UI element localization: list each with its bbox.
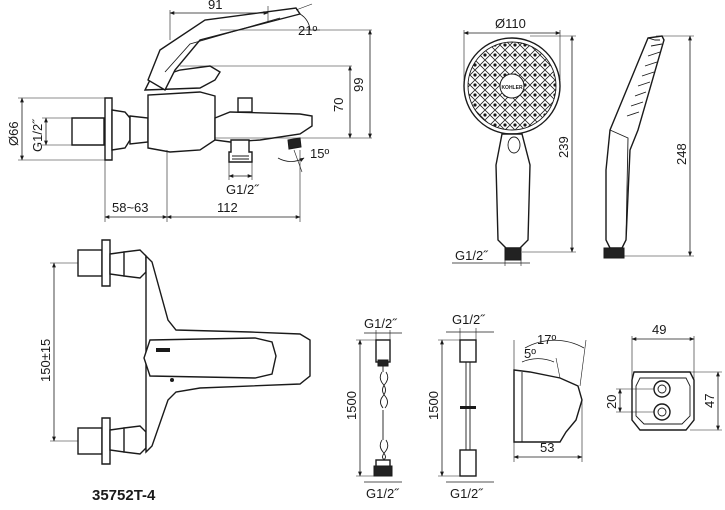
dim-holder-angle-17: 17º [537, 332, 556, 347]
front-lever [143, 337, 277, 379]
dim-inlet-thread: G1/2˝ [30, 118, 45, 152]
dim-handshower-total: 248 [674, 143, 689, 165]
diverter-knob [237, 97, 253, 113]
dim-hose1-length: 1500 [344, 391, 359, 420]
handshower-side-body [605, 35, 665, 249]
handle [495, 133, 531, 249]
dim-spout-angle: 15º [310, 146, 329, 161]
dim-height-99: 99 [351, 78, 366, 92]
dim-handshower-thread: G1/2˝ [455, 248, 489, 263]
brand-mark: KOHLER [501, 85, 523, 91]
spout [214, 111, 313, 143]
holder-front-view: 49 20 47 [604, 322, 722, 431]
mount-hole-top [653, 380, 671, 398]
lever [147, 7, 302, 91]
dim-lever-angle: 21º [298, 23, 317, 38]
dim-holder-width: 49 [652, 322, 666, 337]
mixer-side-view: 91 21º 70 99 Ø66 G1/2˝ 15º G1/2˝ [6, 0, 372, 222]
dim-wall-distance: 58~63 [112, 200, 149, 215]
top-inlet-connector [77, 249, 103, 277]
model-number: 35752T-4 [92, 487, 156, 504]
aerator [287, 137, 302, 150]
dim-holder-height: 47 [702, 394, 717, 408]
side-thread-connector [603, 247, 625, 259]
dim-hose2-top-thread: G1/2˝ [452, 312, 486, 327]
dim-holder-angle-5: 5º [524, 346, 536, 361]
dim-outlet-thread: G1/2˝ [226, 182, 260, 197]
dim-holder-hole: 20 [604, 395, 619, 409]
dim-height-70: 70 [331, 98, 346, 112]
bottom-inlet-connector [77, 427, 103, 455]
holder-front-body [631, 371, 695, 431]
dim-center-distance: 150±15 [38, 339, 53, 382]
dim-hose1-bottom-thread: G1/2˝ [366, 486, 400, 501]
handshower-side-view: 248 [603, 35, 694, 259]
mixer-body [147, 91, 216, 153]
hex-nut [111, 109, 131, 151]
dim-handshower-length: 239 [556, 136, 571, 158]
wall-flange [104, 97, 113, 161]
dim-head-diameter: Ø110 [495, 16, 526, 31]
cover [129, 115, 149, 145]
dim-spout-length: 112 [217, 200, 238, 215]
dim-lever-length: 91 [208, 0, 222, 12]
dim-holder-depth: 53 [540, 440, 554, 455]
dim-hose1-top-thread: G1/2˝ [364, 316, 398, 331]
mount-hole-bottom [653, 403, 671, 421]
braided-hose: 1500 G1/2˝ G1/2˝ [344, 316, 402, 501]
dim-hose2-bottom-thread: G1/2˝ [450, 486, 484, 501]
mixer-front-view: 150±15 35752T-4 [38, 239, 311, 504]
thread-connector [504, 247, 522, 261]
holder-side-body [513, 369, 583, 443]
dim-hose2-length: 1500 [426, 391, 441, 420]
inlet-connector [71, 117, 105, 146]
dim-flange-diameter: Ø66 [6, 121, 21, 146]
smooth-hose: 1500 G1/2˝ G1/2˝ [426, 312, 494, 501]
holder-side-view: 17º 5º 53 [513, 332, 587, 462]
handshower-front-view: KOHLER Ø110 239 G1/2˝ [452, 16, 576, 266]
